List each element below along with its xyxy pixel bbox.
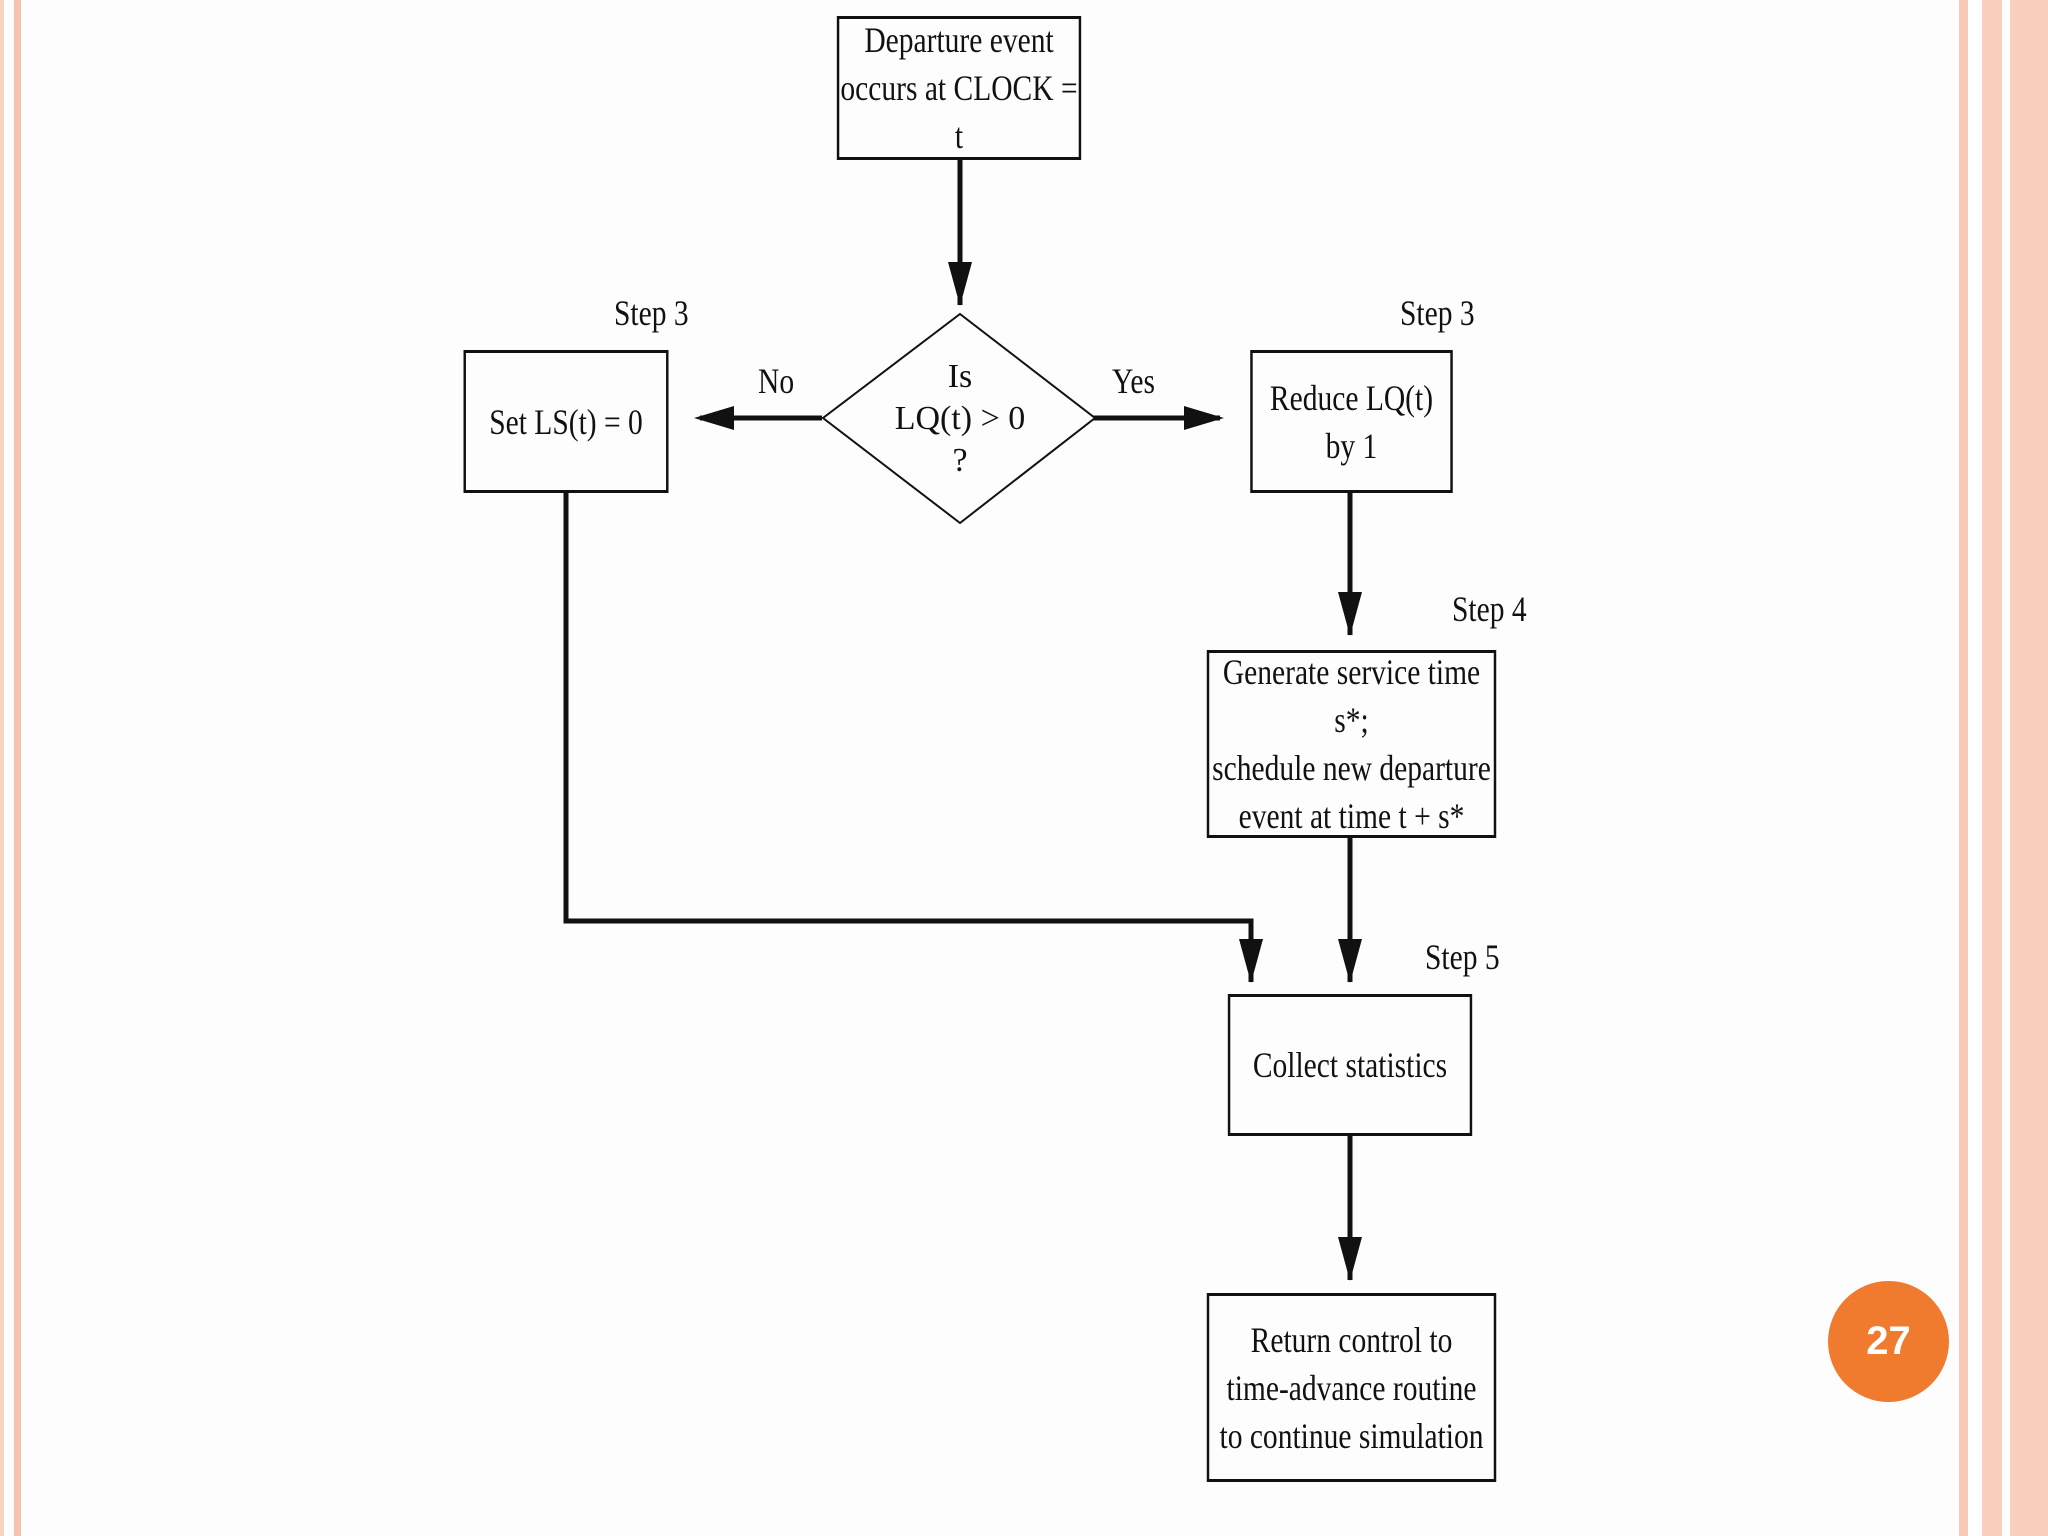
arrowhead xyxy=(1338,592,1362,636)
return-control-line: to continue simulation xyxy=(1219,1415,1484,1456)
reduce-lq-box: Reduce LQ(t) by 1 xyxy=(1250,350,1453,493)
arrowhead xyxy=(1338,939,1362,983)
slide-border-right-gap xyxy=(2002,0,2010,1536)
arrowhead xyxy=(948,262,972,306)
decision-line: ? xyxy=(952,442,968,479)
return-control-line: time-advance routine xyxy=(1226,1367,1477,1408)
generate-service-line: schedule new departure xyxy=(1212,748,1491,788)
reduce-lq-line: by 1 xyxy=(1325,425,1378,466)
set-ls-box: Set LS(t) = 0 xyxy=(463,350,669,493)
reduce-lq-line: Reduce LQ(t) xyxy=(1269,377,1434,418)
arrowhead xyxy=(694,406,734,430)
step-label: Step 4 xyxy=(1452,589,1527,629)
page-number-badge: 27 xyxy=(1828,1281,1949,1402)
arrowhead xyxy=(1184,406,1224,430)
step-label: Step 3 xyxy=(1400,293,1475,333)
generate-service-line: Generate service time s*; xyxy=(1222,652,1481,740)
start-box-line: Departure event xyxy=(864,20,1054,60)
slide-border-left-outer xyxy=(0,0,4,1536)
start-box-line: occurs at CLOCK = t xyxy=(840,68,1078,156)
collect-statistics-text: Collect statistics xyxy=(1252,1045,1448,1085)
set-ls-text: Set LS(t) = 0 xyxy=(489,401,643,442)
return-control-line: Return control to xyxy=(1250,1319,1453,1360)
step-label: Step 3 xyxy=(614,293,689,333)
slide-border-right xyxy=(1982,0,2002,1536)
return-control-box: Return control to time-advance routine t… xyxy=(1206,1293,1497,1482)
decision-diamond xyxy=(821,312,1097,525)
no-label: No xyxy=(758,361,795,401)
slide-border-right-gap xyxy=(1968,0,1982,1536)
slide-border-right xyxy=(1959,0,1968,1536)
arrowhead xyxy=(1239,939,1263,983)
start-box: Departure event occurs at CLOCK = t xyxy=(836,16,1082,160)
step-label: Step 5 xyxy=(1425,937,1500,977)
decision-text: Is LQ(t) > 0 ? xyxy=(860,356,1060,482)
decision-line: LQ(t) > 0 xyxy=(894,400,1026,437)
slide-border-left-inner xyxy=(14,0,21,1536)
slide-border-right xyxy=(2010,0,2048,1536)
generate-service-line: event at time t + s* xyxy=(1238,796,1465,836)
arrow-left-to-step5 xyxy=(563,493,1254,982)
arrowhead xyxy=(1338,1237,1362,1281)
generate-service-box: Generate service time s*; schedule new d… xyxy=(1206,650,1497,838)
page-number: 27 xyxy=(1866,1319,1911,1363)
decision-line: Is xyxy=(947,358,973,395)
collect-statistics-box: Collect statistics xyxy=(1227,994,1473,1136)
yes-label: Yes xyxy=(1112,361,1155,401)
